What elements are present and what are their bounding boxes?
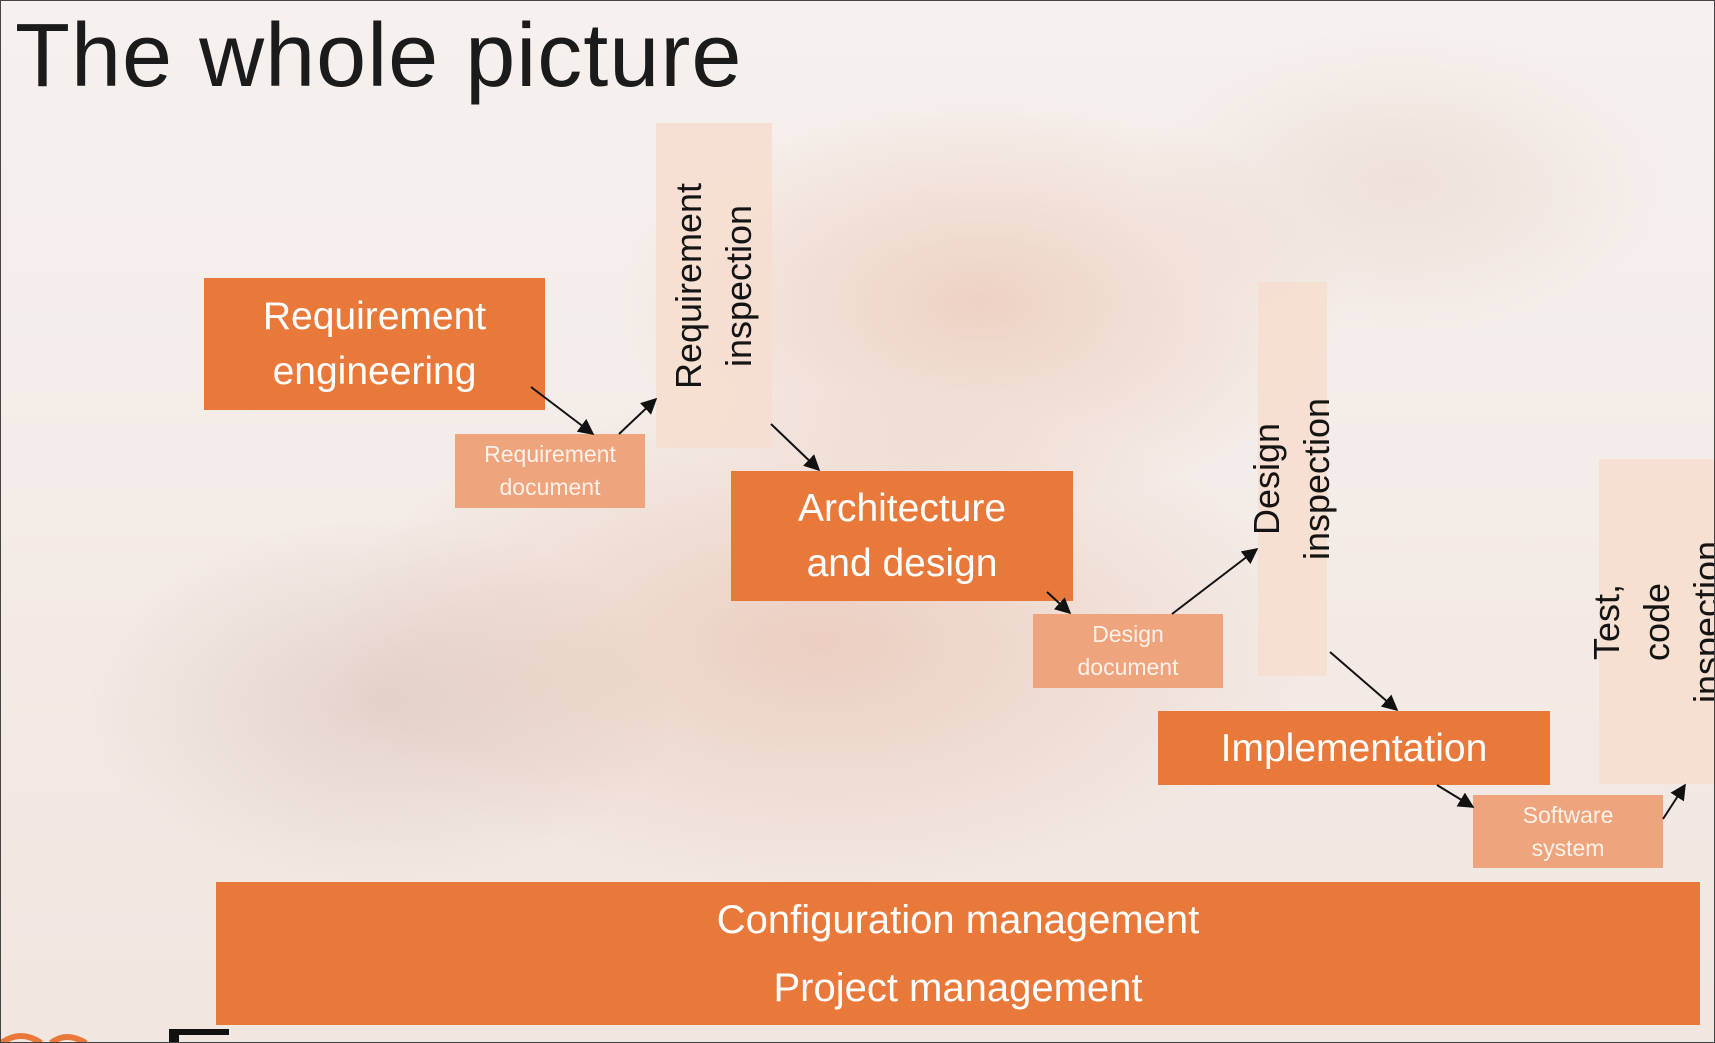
software-system-label: Software system bbox=[1522, 801, 1614, 861]
design-document-box: Design document bbox=[1033, 614, 1223, 688]
arrow-implementation-to-software-system bbox=[1436, 784, 1475, 808]
project-management-label: Project management bbox=[773, 966, 1143, 1010]
slide-title: The whole picture bbox=[15, 6, 743, 106]
architecture-design-label: Architecture and design bbox=[797, 487, 1007, 585]
implementation-box: Implementation bbox=[1158, 711, 1550, 785]
requirement-document-label: Requirement document bbox=[484, 441, 616, 500]
design-inspection-box: Design inspection bbox=[1247, 282, 1338, 676]
software-system-box: Software system bbox=[1473, 795, 1663, 868]
arrow-design-doc-to-design-inspection bbox=[1171, 548, 1259, 615]
test-code-inspection-box: Test, code inspection bbox=[1586, 459, 1714, 784]
configuration-management-label: Configuration management bbox=[716, 898, 1200, 942]
logo-fragment-icon bbox=[1, 1029, 229, 1042]
management-bar: Configuration management Project managem… bbox=[216, 882, 1700, 1025]
arrow-req-eng-to-req-doc bbox=[530, 386, 595, 435]
requirement-document-box: Requirement document bbox=[455, 434, 645, 508]
arrow-architecture-to-design-doc bbox=[1046, 591, 1072, 615]
design-document-label: Design document bbox=[1077, 621, 1179, 680]
implementation-label: Implementation bbox=[1220, 726, 1488, 770]
arrow-software-system-to-test-inspection bbox=[1662, 783, 1686, 820]
arrow-design-inspection-to-implementation bbox=[1329, 651, 1399, 712]
requirement-engineering-box: Requirement engineering bbox=[204, 278, 545, 410]
arrow-req-doc-to-req-inspection bbox=[618, 397, 658, 435]
architecture-design-box: Architecture and design bbox=[731, 471, 1073, 601]
arrow-req-inspection-to-architecture bbox=[770, 423, 821, 472]
requirement-inspection-box: Requirement inspection bbox=[656, 123, 772, 448]
requirement-engineering-label: Requirement engineering bbox=[262, 295, 487, 393]
